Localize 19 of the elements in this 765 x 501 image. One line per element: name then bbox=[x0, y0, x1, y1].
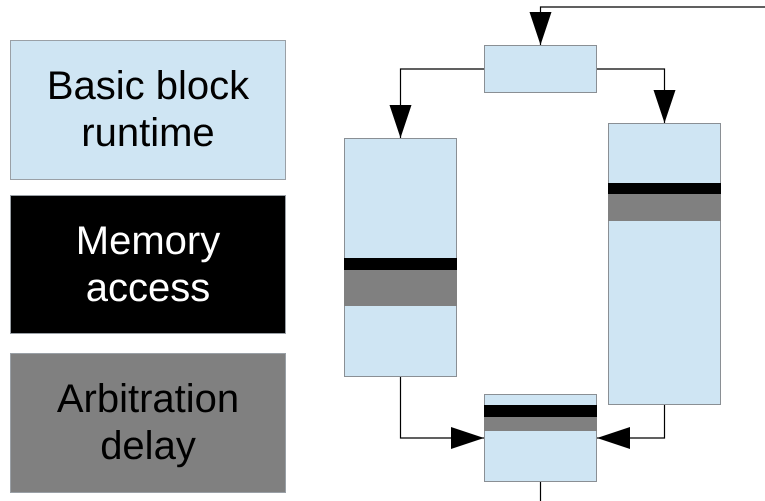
block-box bbox=[484, 45, 597, 93]
memory-access-band bbox=[608, 183, 721, 194]
arbitration-delay-band bbox=[344, 270, 457, 306]
arrow bbox=[530, 6, 765, 45]
arbitration-delay-band bbox=[484, 417, 597, 431]
block-box bbox=[608, 123, 721, 405]
legend-text: Arbitration delay bbox=[56, 376, 240, 470]
arbitration-delay-band bbox=[608, 194, 721, 221]
block-box bbox=[484, 394, 597, 482]
arrow bbox=[597, 68, 676, 123]
legend-text: Memory access bbox=[74, 218, 222, 312]
memory-access-band bbox=[344, 258, 457, 270]
arrow bbox=[400, 377, 484, 449]
arrow bbox=[597, 405, 666, 449]
memory-access-band bbox=[484, 405, 597, 417]
legend-text: Basic block runtime bbox=[46, 63, 250, 157]
block-box bbox=[344, 138, 457, 377]
arrow bbox=[390, 68, 484, 138]
connector-line bbox=[540, 482, 542, 501]
